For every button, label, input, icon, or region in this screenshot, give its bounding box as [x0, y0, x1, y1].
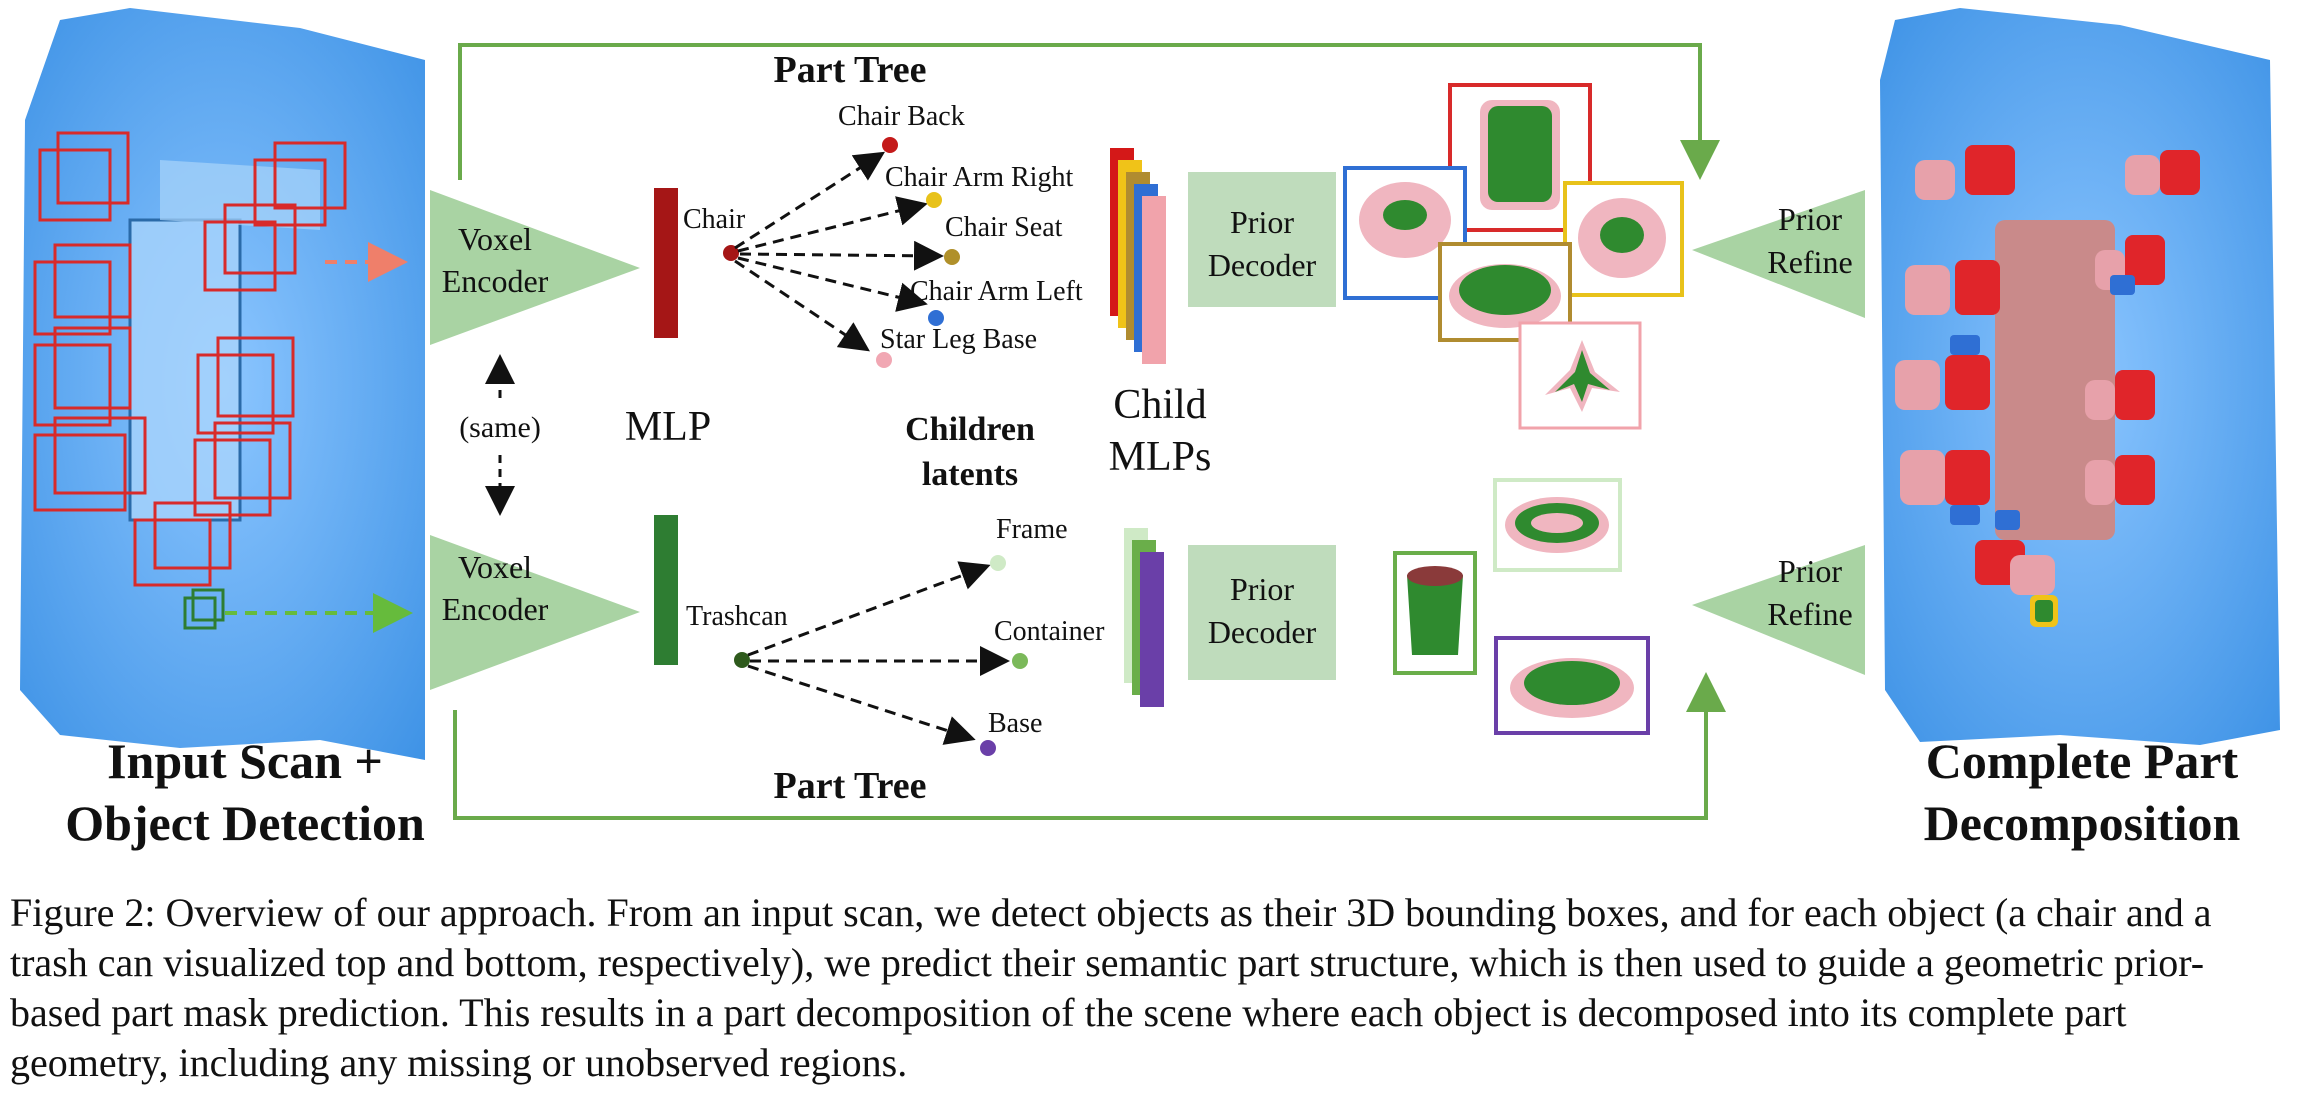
chair-root-label: Chair — [683, 204, 746, 235]
chair-child-label-3: Chair Arm Left — [910, 276, 1083, 307]
top-encoder-label-line2: Encoder — [442, 263, 549, 299]
trashcan-child-latent-stack — [1124, 528, 1164, 707]
children-latents-line1: Children — [905, 411, 1035, 448]
overview-diagram: Input Scan + Object Detection Voxel Enco… — [20, 8, 2280, 851]
top-prior-refine — [1692, 190, 1865, 318]
chair-arm-left-node — [928, 310, 944, 326]
trashcan-part-outputs — [1393, 478, 1650, 735]
chair-arm-right-node — [926, 192, 942, 208]
trashcan-root-node — [734, 652, 750, 668]
children-latents-line2: latents — [922, 456, 1018, 493]
child-mlps-line2: MLPs — [1109, 434, 1212, 480]
complete-decomposition-image — [1880, 8, 2280, 745]
chair-child-latent-stack — [1110, 148, 1166, 364]
chair-seat-node — [944, 249, 960, 265]
trashcan-child-label-0: Frame — [996, 514, 1068, 545]
top-decoder-label-line1: Prior — [1230, 204, 1294, 240]
decomposition-label-line2: Decomposition — [1924, 795, 2241, 851]
top-part-tree-title: Part Tree — [774, 49, 927, 91]
bottom-part-tree-title: Part Tree — [774, 765, 927, 807]
star-leg-base-node — [876, 352, 892, 368]
figure-caption: Figure 2: Overview of our approach. From… — [10, 890, 2212, 1085]
chair-child-label-4: Star Leg Base — [880, 324, 1037, 355]
container-node — [1012, 653, 1028, 669]
top-encoder-label-line1: Voxel — [458, 221, 532, 257]
chair-tree-edges — [734, 151, 944, 352]
mlp-label: MLP — [625, 404, 711, 450]
bottom-decoder-label-line1: Prior — [1230, 571, 1294, 607]
base-node — [980, 740, 996, 756]
top-prior-decoder — [1188, 172, 1336, 307]
chair-child-label-0: Chair Back — [838, 101, 965, 132]
top-refine-label-line2: Refine — [1767, 244, 1852, 280]
bottom-voxel-encoder — [430, 535, 640, 690]
chair-latent-bar — [654, 188, 678, 338]
top-voxel-encoder — [430, 190, 640, 345]
bottom-prior-decoder — [1188, 545, 1336, 680]
bottom-refine-label-line1: Prior — [1778, 553, 1842, 589]
same-label: (same) — [459, 411, 541, 444]
trashcan-root-label: Trashcan — [686, 601, 788, 632]
bottom-encoder-label-line1: Voxel — [458, 549, 532, 585]
frame-node — [990, 555, 1006, 571]
chair-child-label-2: Chair Seat — [945, 212, 1063, 243]
input-scan-image — [20, 8, 425, 760]
trashcan-child-label-2: Base — [988, 708, 1042, 739]
bottom-decoder-label-line2: Decoder — [1208, 614, 1317, 650]
trashcan-latent-bar — [654, 515, 678, 665]
top-decoder-label-line2: Decoder — [1208, 247, 1317, 283]
decomposition-label-line1: Complete Part — [1926, 733, 2239, 789]
chair-part-outputs — [1343, 83, 1684, 430]
chair-back-node — [882, 137, 898, 153]
chair-child-label-1: Chair Arm Right — [885, 162, 1073, 193]
input-scan-label-line2: Object Detection — [65, 795, 425, 851]
bottom-refine-label-line2: Refine — [1767, 596, 1852, 632]
trashcan-child-label-1: Container — [994, 616, 1105, 647]
chair-root-node — [723, 245, 739, 261]
input-scan-label-line1: Input Scan + — [107, 733, 383, 789]
bottom-encoder-label-line2: Encoder — [442, 591, 549, 627]
bottom-skip-arrow — [453, 672, 1726, 820]
top-skip-arrow — [458, 43, 1720, 180]
bottom-prior-refine — [1692, 545, 1865, 675]
child-mlps-line1: Child — [1113, 382, 1206, 428]
trashcan-tree-edges — [747, 561, 1010, 745]
top-refine-label-line1: Prior — [1778, 201, 1842, 237]
